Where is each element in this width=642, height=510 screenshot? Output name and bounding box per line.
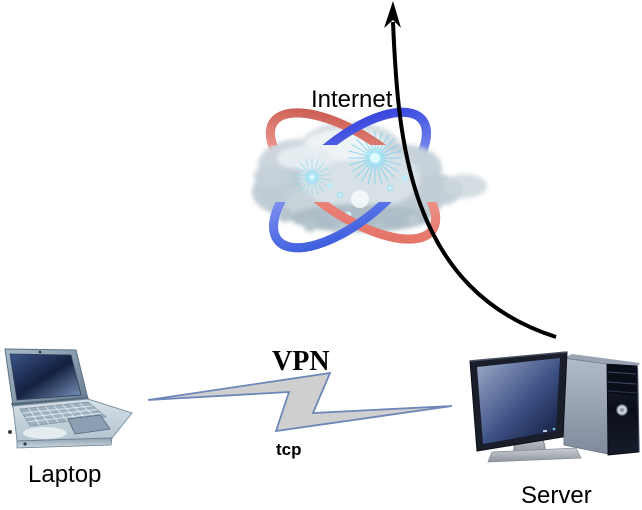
server-label: Server	[521, 482, 592, 509]
laptop-icon	[4, 348, 133, 449]
internet-cloud-graphic	[252, 107, 487, 253]
uplink-arrow	[384, 1, 557, 339]
sparkle-dots	[304, 146, 408, 219]
server-monitor	[469, 351, 582, 463]
server-tower	[562, 354, 640, 456]
vpn-label: VPN	[272, 346, 330, 377]
server-icon	[469, 351, 640, 463]
laptop-label: Laptop	[28, 461, 102, 488]
internet-label: Internet	[311, 86, 393, 113]
arrowhead-icon	[384, 1, 401, 28]
keyboard-keys	[22, 402, 102, 426]
vpn-link-bolt	[147, 371, 453, 433]
tcp-label: tcp	[276, 440, 302, 459]
